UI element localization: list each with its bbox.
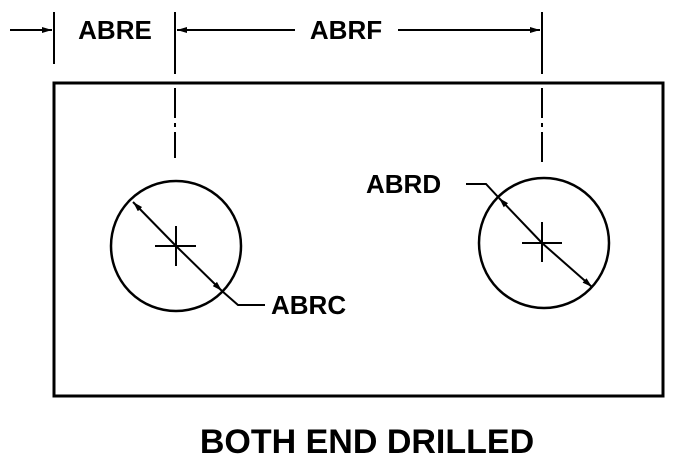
right-hole-diameter-arrow-b <box>541 242 593 288</box>
label-abrc: ABRC <box>271 290 346 320</box>
leader-abrc <box>221 290 265 306</box>
label-abrd: ABRD <box>366 169 441 199</box>
right-hole-diameter-arrow-a <box>498 197 543 244</box>
right-hole-circle <box>477 176 611 310</box>
left-hole-circle <box>109 179 243 313</box>
left-hole-diameter-arrow-a <box>132 201 177 247</box>
left-hole-diameter-arrow-b <box>175 245 223 292</box>
part-outline <box>52 81 665 398</box>
label-abre: ABRE <box>78 15 152 45</box>
leader-abrd <box>466 183 500 199</box>
dimension-abrf: ABRF <box>177 15 540 45</box>
caption: BOTH END DRILLED <box>200 423 534 459</box>
right-hole: ABRD <box>366 169 611 310</box>
left-hole: ABRC <box>109 179 346 320</box>
dimension-abre: ABRE <box>10 15 152 45</box>
label-abrf: ABRF <box>310 15 382 45</box>
